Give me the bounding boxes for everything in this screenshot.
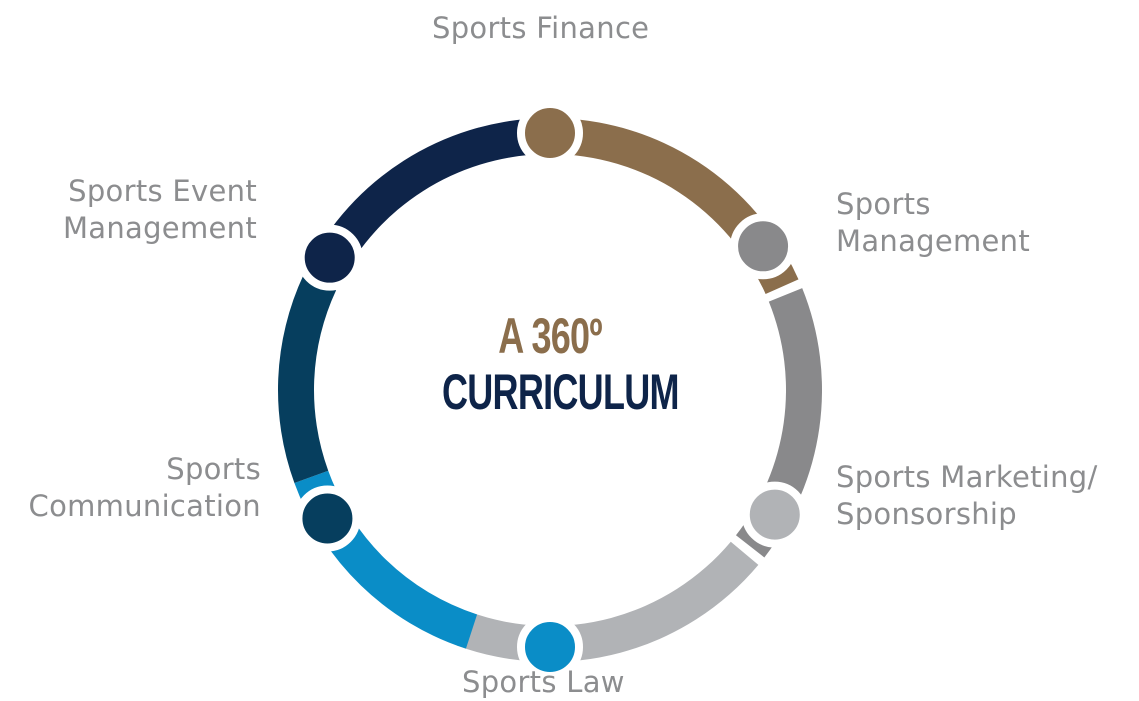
ring-segment-finance: [550, 118, 799, 295]
center-title-line2: CURRICULUM: [442, 364, 679, 420]
person-head-management: [730, 213, 797, 280]
ring-segment-management: [735, 288, 822, 558]
label-sports-management-line2: Management: [836, 224, 1031, 258]
person-head-event-management: [296, 224, 363, 291]
label-sports-event-management: Sports Event Management: [63, 173, 257, 247]
label-sports-event-management-line1: Sports Event: [68, 174, 257, 208]
ring-heads: [294, 100, 808, 680]
ring-segment-event-management: [307, 118, 542, 283]
person-head-communication: [294, 485, 361, 552]
person-head-law: [517, 614, 583, 680]
label-sports-management: Sports Management: [836, 186, 1030, 260]
label-sports-law-line1: Sports Law: [462, 665, 625, 699]
label-sports-communication-line2: Communication: [28, 489, 261, 523]
label-sports-event-management-line2: Management: [62, 211, 257, 245]
label-sports-finance: Sports Finance: [432, 10, 649, 47]
ring-segment-marketing: [456, 541, 759, 662]
label-sports-marketing-line1: Sports Marketing/: [836, 460, 1098, 494]
person-head-finance: [517, 100, 583, 166]
label-sports-communication: Sports Communication: [29, 451, 261, 525]
label-sports-management-line1: Sports: [836, 187, 931, 221]
label-sports-marketing-line2: Sponsorship: [836, 497, 1017, 531]
label-sports-communication-line1: Sports: [166, 452, 261, 486]
center-title-line1: A 360º: [498, 308, 602, 364]
label-sports-marketing: Sports Marketing/ Sponsorship: [836, 459, 1098, 533]
person-head-marketing: [741, 481, 808, 548]
label-sports-finance-line1: Sports Finance: [432, 11, 650, 45]
ring-segment-communication: [278, 275, 337, 484]
label-sports-law: Sports Law: [462, 664, 625, 701]
